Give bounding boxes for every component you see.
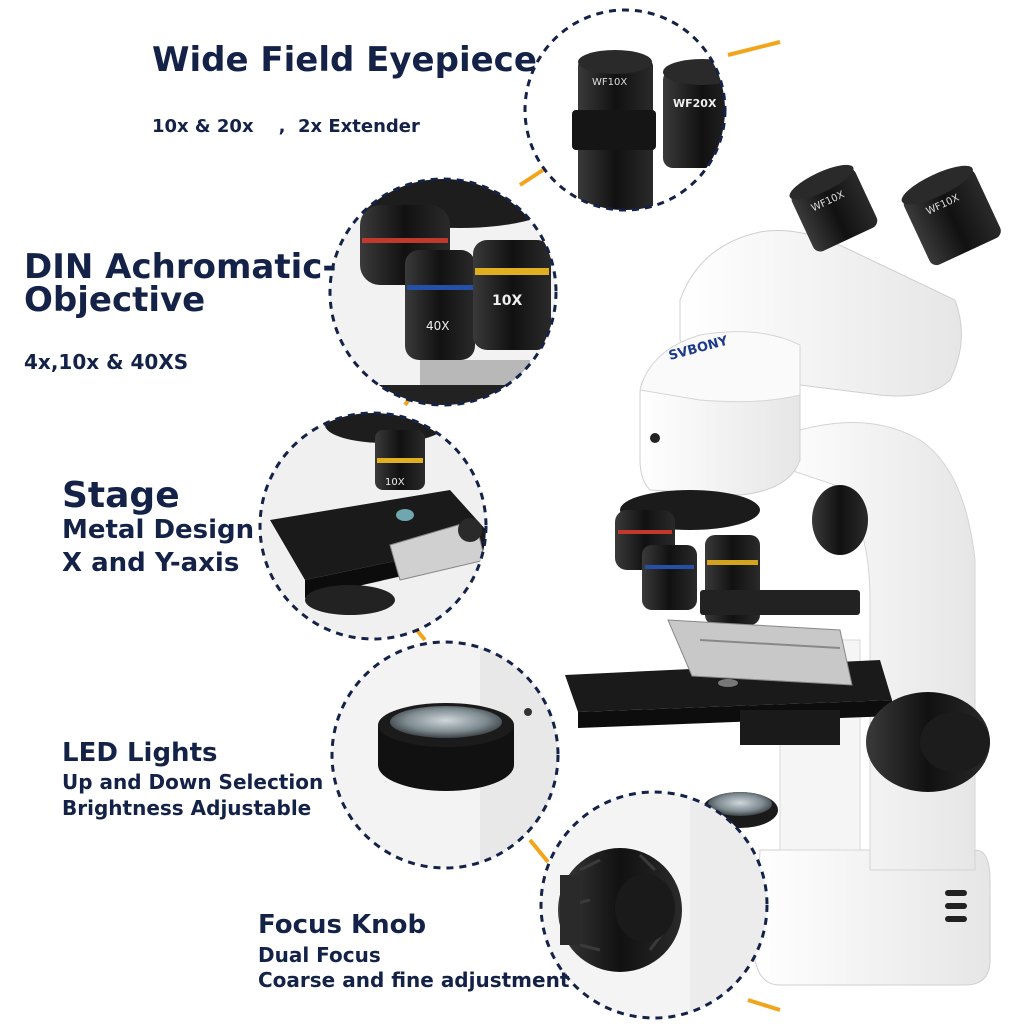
objective-detail: 4x,10x & 40XS	[24, 350, 189, 374]
callout-focus	[539, 790, 769, 1020]
callout-stage: 10X	[258, 411, 488, 641]
led-line2: Brightness Adjustable	[62, 796, 312, 820]
callout-objective: 40X 10X	[328, 177, 558, 407]
callout-eyepiece: WF10X WF20X	[523, 8, 727, 212]
eyepiece-title: Wide Field Eyepiece	[152, 40, 537, 80]
objective-title-line2: Objective	[24, 280, 206, 320]
stage-title: Stage	[62, 475, 180, 516]
led-title: LED Lights	[62, 738, 218, 768]
focus-line2: Coarse and fine adjustment	[258, 968, 570, 992]
callout-lens-a-label: 10X	[492, 293, 522, 309]
focus-title: Focus Knob	[258, 910, 427, 940]
callout-stage-lens-label: 10X	[385, 477, 405, 488]
focus-line1: Dual Focus	[258, 943, 381, 967]
stage-line1: Metal Design	[62, 515, 255, 545]
callout-eyepiece-a-label: WF10X	[592, 77, 627, 88]
microscope-body: SVBONY WF10X WF10X	[565, 164, 1001, 986]
callout-eyepiece-b-label: WF20X	[673, 97, 717, 110]
eyepiece-detail: 10x & 20x , 2x Extender	[152, 116, 420, 137]
stage-line2: X and Y-axis	[62, 548, 240, 578]
callout-lens-b-label: 40X	[426, 319, 450, 333]
led-line1: Up and Down Selection	[62, 770, 324, 794]
objective-title-line1: DIN Achromatic-	[24, 247, 337, 287]
callout-led	[330, 640, 560, 870]
